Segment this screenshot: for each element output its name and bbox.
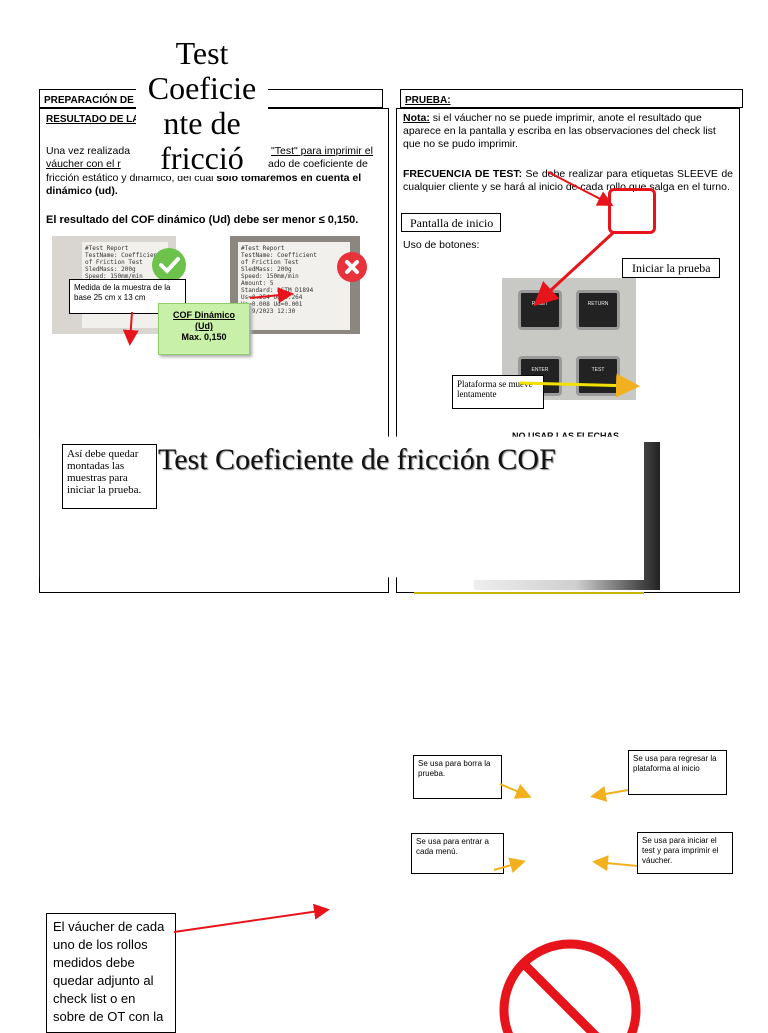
check-icon xyxy=(152,248,186,282)
arrow-vaucher xyxy=(173,903,330,933)
pantalla-label: Pantalla de inicio xyxy=(401,213,501,232)
cof-limit-line1: COF Dinámico xyxy=(172,310,235,320)
error-icon-glyph xyxy=(345,260,359,274)
cof-rule: El resultado del COF dinámico (Ud) debe … xyxy=(46,214,359,226)
prohibited-icon xyxy=(499,939,641,1033)
title-line2: Coeficie xyxy=(147,70,257,106)
right-panel-header-box xyxy=(400,89,743,108)
para1-b: "Test" para imprimir el xyxy=(271,145,373,157)
arrow-platform xyxy=(519,373,640,398)
callout-vaucher: El váucher de cada uno de los rollos med… xyxy=(46,913,176,1033)
note-body: si el váucher no se puede imprimir, anot… xyxy=(403,112,716,150)
freq-label: FRECUENCIA DE TEST: xyxy=(403,168,523,180)
title-line1: Test xyxy=(175,36,229,71)
title-line3: nte de xyxy=(163,105,241,141)
arrow-borra xyxy=(499,783,532,799)
arrow-base-right xyxy=(249,287,294,304)
cof-limit-line3: Max. 0,150 xyxy=(181,332,227,342)
no-flechas: NO USAR LAS FLECHAS xyxy=(512,431,620,441)
callout-samples: Así debe quedar montadas las muestras pa… xyxy=(62,444,157,509)
key-return: RETURN xyxy=(576,290,620,330)
cof-limit-box: COF Dinámico (Ud) Max. 0,150 xyxy=(158,303,250,355)
arrow-to-screen xyxy=(547,171,614,206)
para1-d: ado de coeficiente de xyxy=(268,158,368,170)
receipt-photo-bad: #Test Report TestName: Coefficient of Fr… xyxy=(230,236,360,334)
iniciar-label: Iniciar la prueba xyxy=(622,258,720,278)
arrow-regresar xyxy=(590,786,629,802)
callout-borra: Se usa para borra la prueba. xyxy=(413,755,502,799)
callout-regresar: Se usa para regresar la plataforma al in… xyxy=(628,750,727,795)
para1-c: váucher con el r xyxy=(46,158,121,170)
arrow-base-down xyxy=(122,311,139,346)
right-panel-header: PRUEBA: xyxy=(405,95,451,106)
key-test: TEST xyxy=(576,356,620,396)
error-icon xyxy=(337,252,367,282)
left-panel-subheader: RESULTADO DE LA xyxy=(46,114,140,125)
note-text: Nota: si el váucher no se puede imprimir… xyxy=(403,112,733,151)
title-overlay: Test Coeficie nte de fricció xyxy=(136,36,268,176)
arrow-to-reset xyxy=(533,230,616,307)
left-panel-header: PREPARACIÓN DE xyxy=(44,95,134,106)
note-label: Nota: xyxy=(403,112,430,124)
screen-highlight xyxy=(608,188,656,234)
banner-title: Test Coeficiente de fricción COF xyxy=(158,443,556,476)
cof-limit-line2: (Ud) xyxy=(195,321,213,331)
receipt-bad-text: #Test Report TestName: Coefficient of Fr… xyxy=(238,242,350,330)
check-icon-glyph xyxy=(159,257,180,274)
callout-iniciar: Se usa para iniciar el test y para impri… xyxy=(637,832,733,874)
uso-botones: Uso de botones: xyxy=(403,239,480,251)
arrow-entrar xyxy=(493,857,526,873)
callout-entrar: Se usa para entrar a cada menú. xyxy=(411,833,504,874)
title-line4: fricció xyxy=(160,140,244,176)
plataforma-label: Plataforma se mueve lentamente xyxy=(452,375,544,409)
yellow-baseline xyxy=(414,592,644,594)
arrow-iniciar xyxy=(592,855,638,872)
para1-a: Una vez realizada xyxy=(46,145,131,157)
